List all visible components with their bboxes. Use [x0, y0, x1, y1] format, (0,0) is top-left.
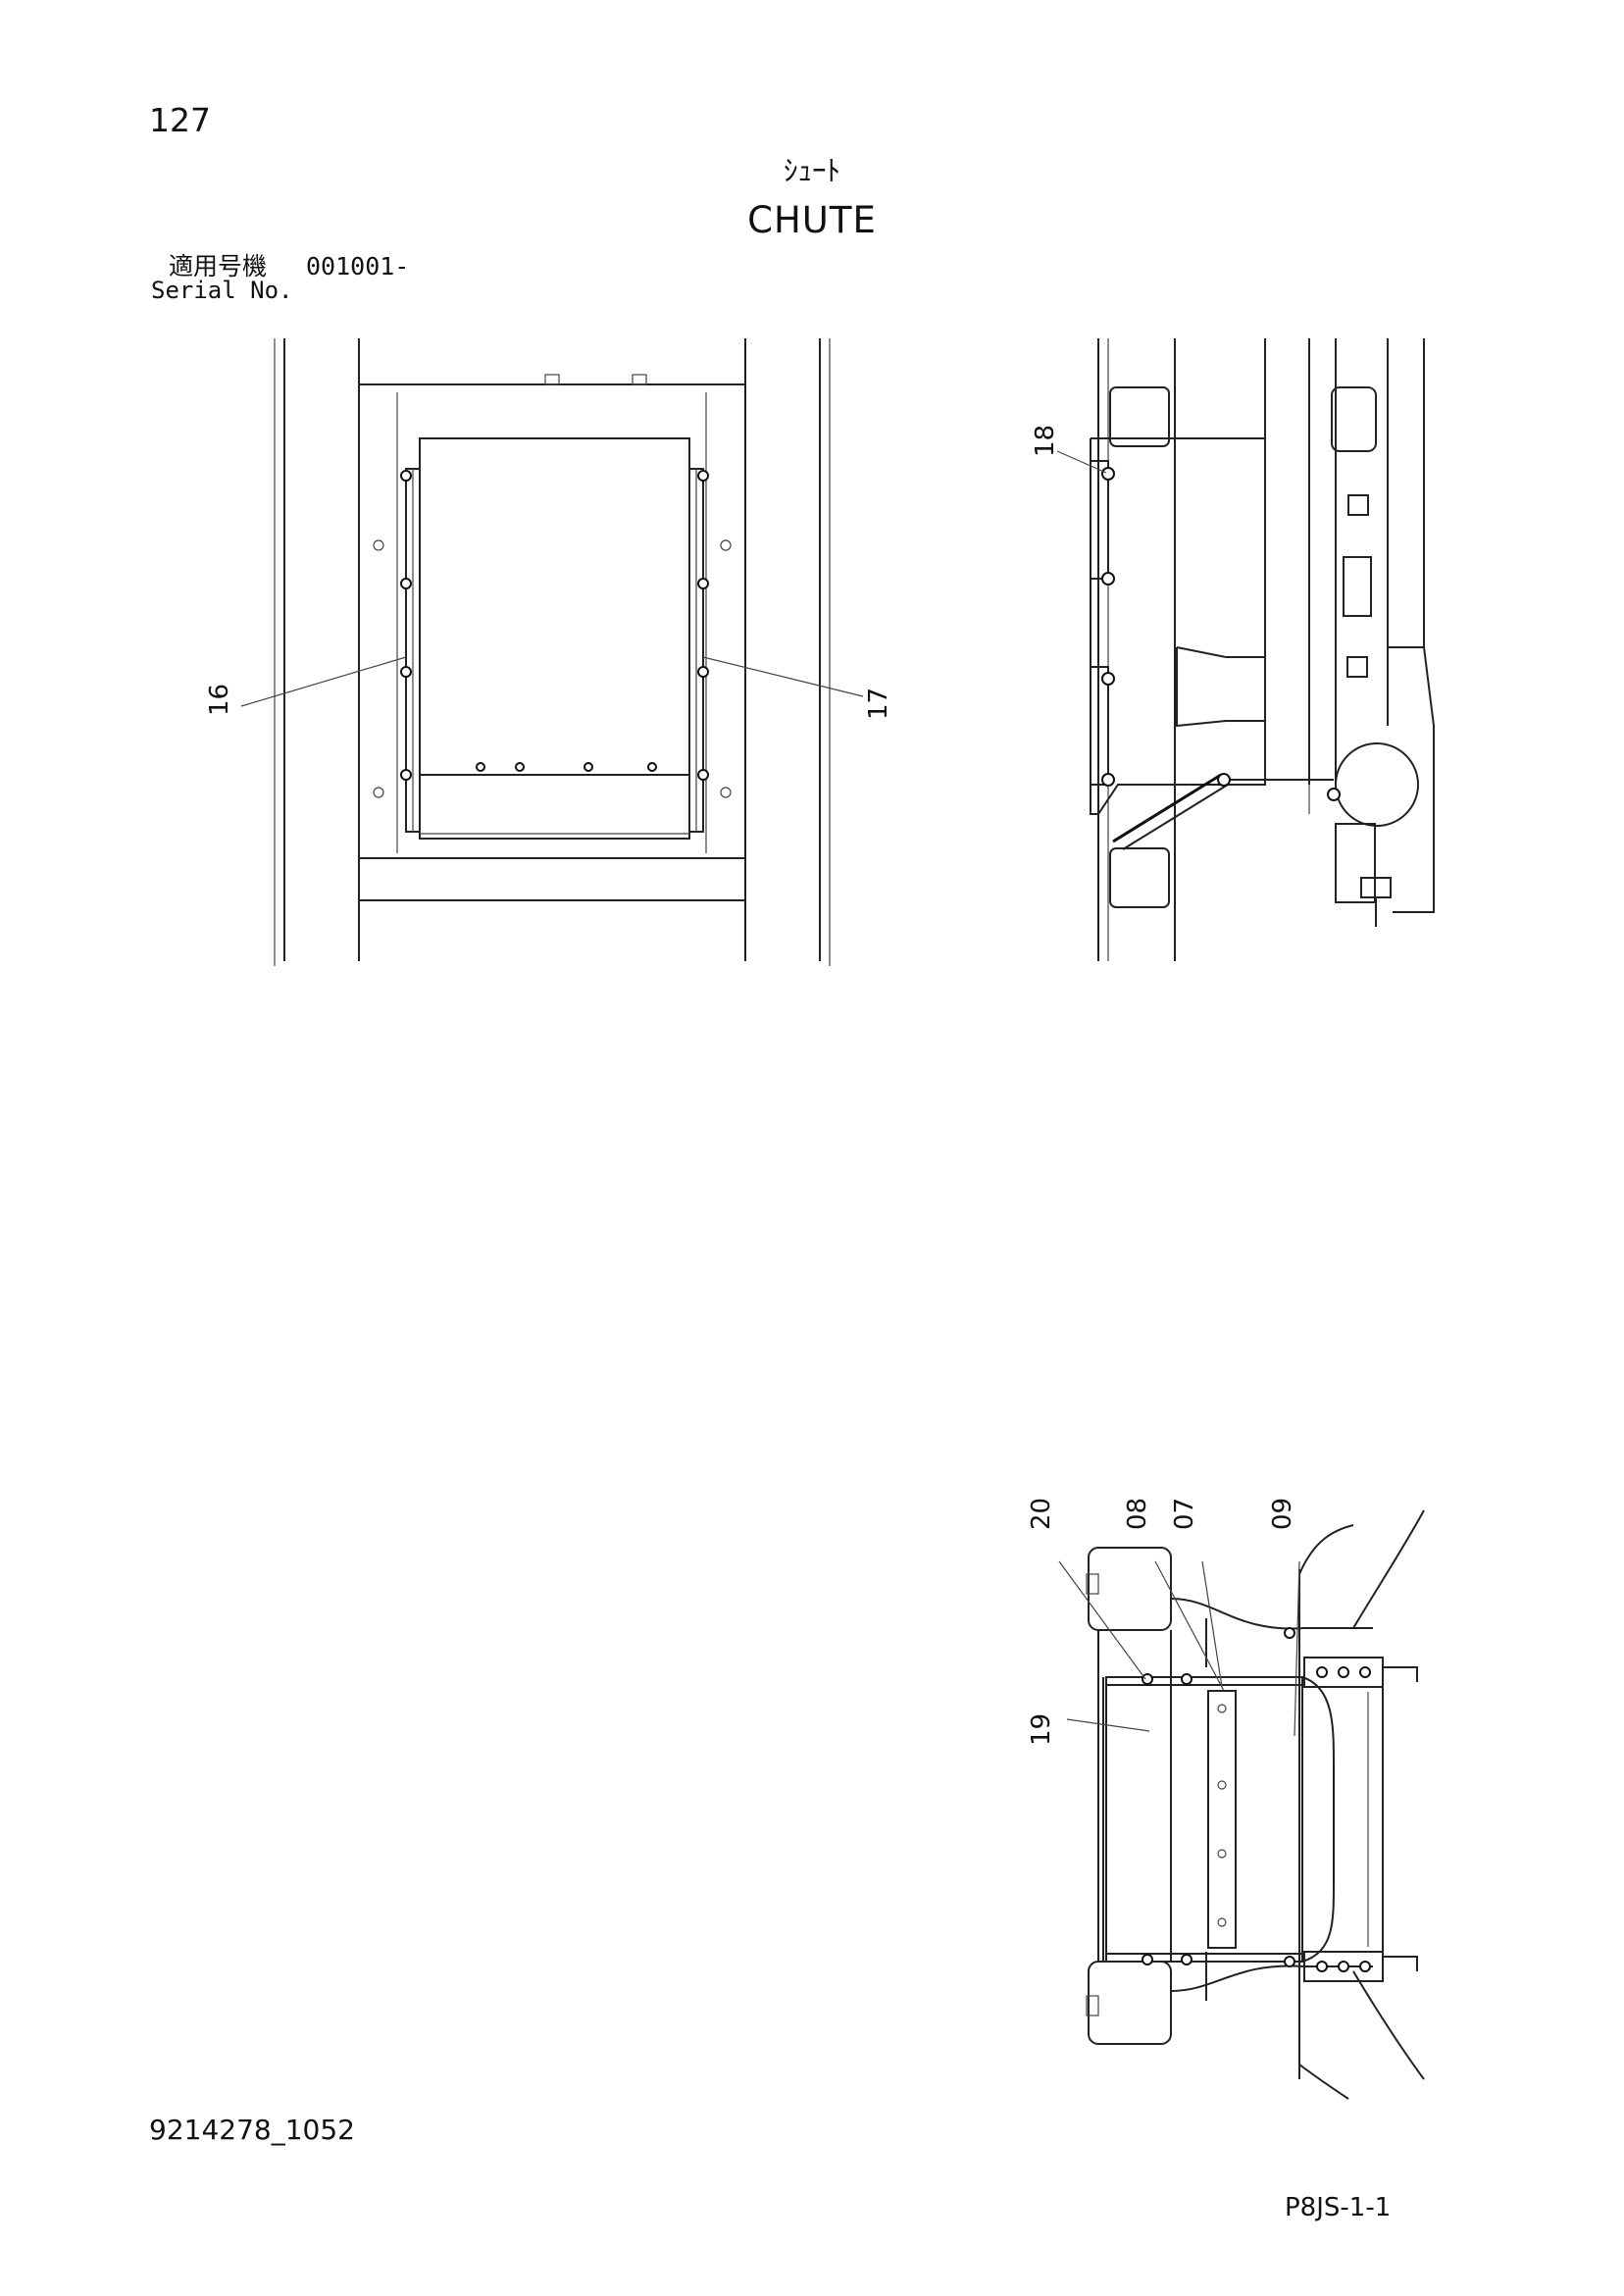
- page-number: 127: [149, 101, 211, 139]
- callout-20: 20: [1027, 1498, 1056, 1530]
- callout-09: 09: [1268, 1498, 1297, 1530]
- callout-17: 17: [864, 688, 893, 720]
- title-japanese: ｼｭｰﾄ: [783, 154, 840, 187]
- top-view: 16 17: [205, 338, 893, 966]
- callout-08: 08: [1123, 1498, 1152, 1530]
- callout-07: 07: [1170, 1498, 1199, 1530]
- serial-label-japanese: 適用号機: [169, 252, 268, 281]
- callout-19: 19: [1027, 1713, 1056, 1746]
- callout-16: 16: [205, 684, 234, 716]
- serial-label-english: Serial No.: [151, 277, 293, 304]
- document-code: 9214278_1052: [149, 2114, 355, 2146]
- side-view: 18: [1031, 338, 1435, 961]
- callout-18: 18: [1031, 425, 1060, 457]
- title-english: CHUTE: [747, 199, 877, 241]
- serial-range: 001001-: [306, 252, 410, 281]
- bottom-view: 20 08 07 09 19: [1027, 1498, 1425, 2100]
- sheet-code: P8JS-1-1: [1285, 2193, 1392, 2222]
